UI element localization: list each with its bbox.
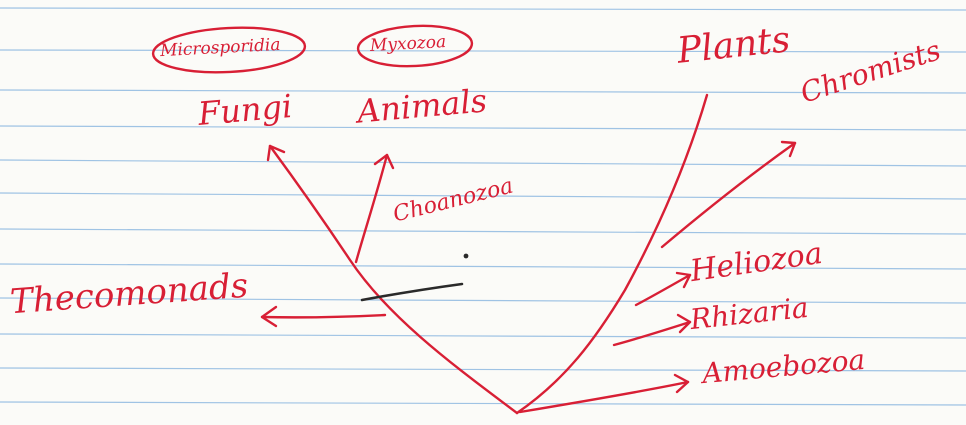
myxozoa-loop	[356, 24, 474, 68]
branch-fungi	[268, 144, 519, 415]
arrowhead-fungi	[266, 144, 286, 162]
rule-line	[0, 297, 966, 304]
rule-line	[0, 263, 966, 270]
arrowhead-rhizaria	[676, 313, 692, 334]
rule-line	[0, 333, 966, 339]
branch-animals	[354, 153, 389, 264]
rule-line	[0, 159, 966, 167]
pencil-mark	[360, 253, 469, 302]
rule-line	[0, 192, 966, 200]
ruled-lines	[0, 7, 966, 406]
label-fungi: Fungi	[196, 86, 294, 134]
branch-amoebozoa	[518, 380, 690, 414]
rule-line	[0, 49, 966, 53]
arrowhead-chromists	[780, 140, 797, 158]
rule-line	[0, 367, 966, 372]
rule-line	[0, 7, 966, 11]
label-myxozoa: Myxozoa	[369, 32, 447, 56]
branch-plants	[515, 93, 709, 415]
rule-line	[0, 125, 966, 131]
branch-thecomonads	[260, 313, 387, 319]
branch-rhizaria	[612, 320, 692, 347]
rule-line	[0, 228, 966, 235]
arrowhead-heliozoa	[675, 271, 692, 289]
arrowhead-animals	[373, 153, 395, 170]
arrowhead-thecomonads	[260, 305, 278, 328]
rule-line	[0, 401, 966, 406]
microsporidia-loop	[151, 26, 307, 74]
arrowhead-amoebozoa	[673, 373, 690, 394]
branch-heliozoa	[634, 273, 692, 307]
rule-line	[0, 89, 966, 94]
branch-chromists	[660, 141, 797, 249]
